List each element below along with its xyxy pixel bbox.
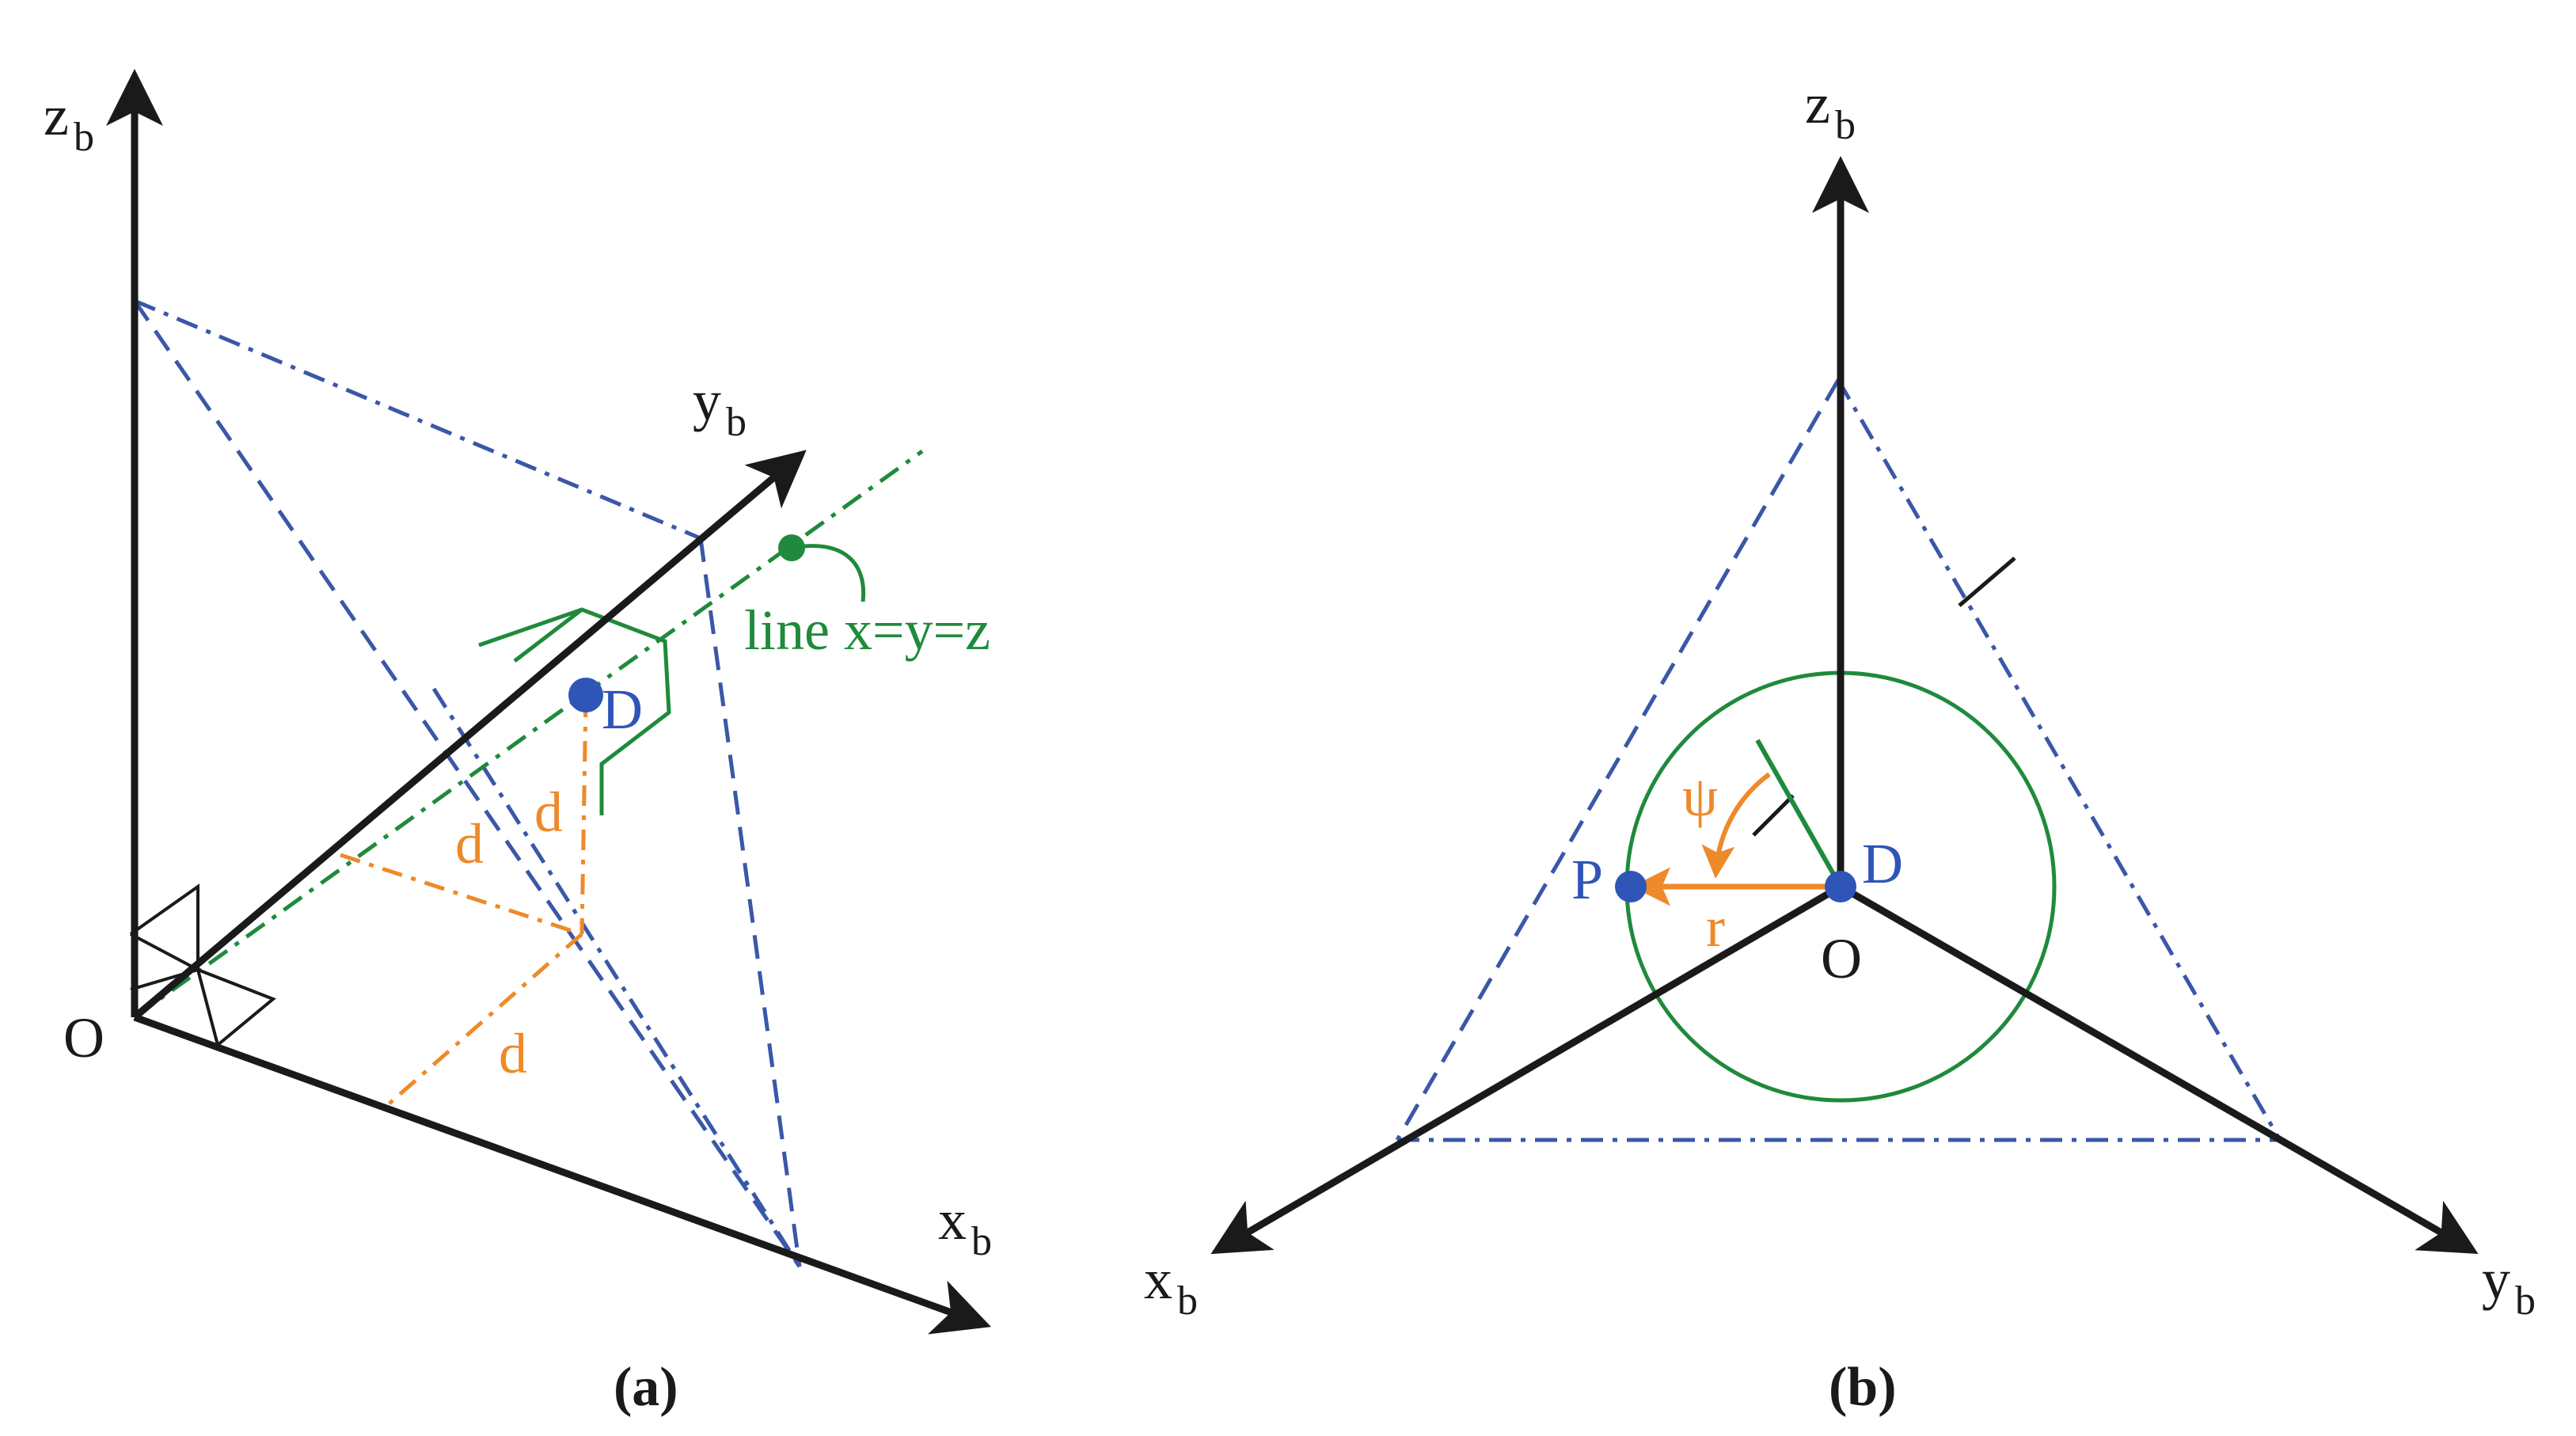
- plane-triangle-b: [1395, 378, 2282, 1142]
- line-xyz-label: line x=y=z: [744, 598, 990, 662]
- reference-line-b: [1755, 739, 1843, 888]
- origin-label-a: O: [63, 1006, 104, 1069]
- distance-label-3: d: [499, 1022, 527, 1085]
- line-label-leader: [791, 544, 866, 602]
- x-axis-b: [1210, 883, 1843, 1255]
- point-d-label-b: D: [1862, 832, 1903, 895]
- right-angle-mark-d: [478, 607, 671, 815]
- origin-right-angle-marks: [129, 883, 276, 1047]
- angle-label-psi: ψ: [1682, 765, 1718, 828]
- origin-label-b: O: [1821, 927, 1862, 990]
- distance-label-1: d: [534, 781, 563, 844]
- point-p-label: P: [1571, 848, 1603, 911]
- x-axis-a: [133, 1013, 991, 1335]
- axes-a: [106, 69, 991, 1335]
- radius-label: r: [1706, 895, 1725, 959]
- y-axis-a: [132, 450, 807, 1020]
- y-axis-b: [1838, 883, 2479, 1254]
- point-d-a: [568, 678, 603, 712]
- caption-b: (b): [1829, 1357, 1897, 1418]
- plane-triangle-a: [132, 298, 802, 1268]
- point-d-b: [1825, 871, 1856, 902]
- axes-b: [1210, 156, 2479, 1255]
- equal-tick-radius: [1752, 794, 1795, 837]
- angle-arc-psi: [1701, 772, 1771, 879]
- caption-a: (a): [614, 1357, 678, 1418]
- line-xyz-a: [133, 449, 924, 1020]
- point-p: [1615, 871, 1647, 902]
- distance-lines: [340, 696, 588, 1110]
- equal-tick-side: [1958, 557, 2016, 607]
- point-d-label-a: D: [602, 678, 643, 741]
- distance-label-2: d: [455, 812, 484, 876]
